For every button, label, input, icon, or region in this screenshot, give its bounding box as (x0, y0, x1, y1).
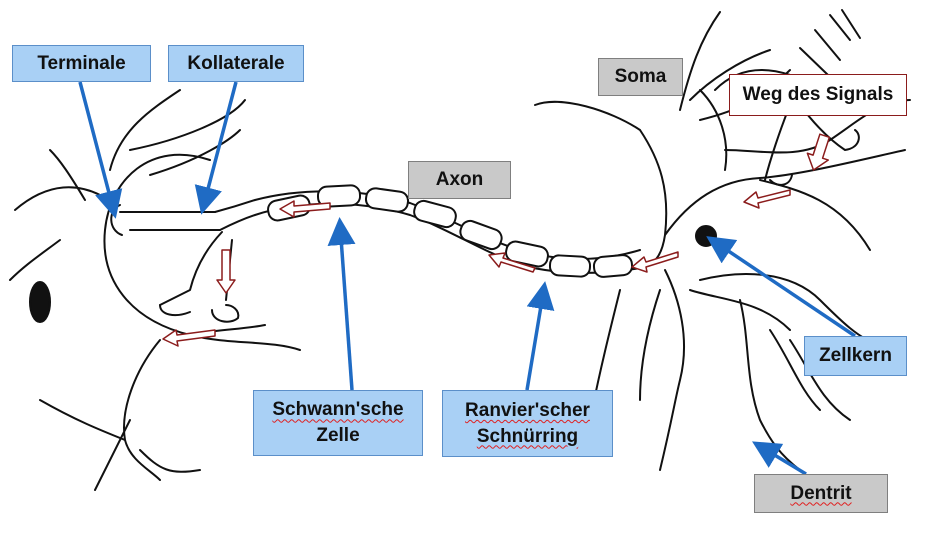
schwann-segment (316, 184, 362, 208)
label-schwann-line1: Schwann'sche (272, 399, 404, 421)
left-cell-outline (14, 89, 301, 351)
schwann-segment (364, 187, 410, 213)
signal-arrow (806, 133, 831, 171)
label-kollaterale-text: Kollaterale (187, 52, 285, 74)
label-dentrit: Dentrit (754, 474, 888, 513)
label-schwannsche-zelle: Schwann'sche Zelle (253, 390, 423, 456)
schwann-segment (592, 254, 634, 278)
label-schwann-line2: Zelle (316, 425, 360, 446)
schwann-segment (413, 199, 457, 229)
label-axon-text: Axon (435, 169, 484, 191)
left-dendrites-upper (9, 149, 86, 281)
signal-arrow (631, 251, 679, 273)
signal-arrow (488, 252, 536, 273)
label-soma: Soma (598, 58, 683, 96)
signal-arrow (162, 329, 216, 347)
arrow-kollaterale (194, 81, 238, 215)
schwann-segment (548, 254, 592, 278)
soma-outline (534, 89, 761, 269)
dendrite-upper (679, 11, 911, 251)
schwann-cells (267, 184, 634, 278)
label-terminale: Terminale (12, 45, 151, 82)
label-ranvier-line2: Schnürring (476, 425, 579, 447)
signal-arrow (743, 189, 791, 209)
label-soma-text: Soma (614, 66, 667, 88)
label-weg-des-signals: Weg des Signals (729, 74, 907, 116)
left-dark-blob (29, 281, 51, 323)
arrow-dentrit (752, 441, 807, 476)
label-kollaterale: Kollaterale (168, 45, 304, 82)
dendrite-chain (799, 9, 861, 76)
label-dentrit-text: Dentrit (790, 482, 852, 504)
terminal-knob-lower (159, 304, 240, 323)
signal-arrow (216, 249, 236, 294)
label-terminale-text: Terminale (37, 52, 126, 74)
arrow-terminale (78, 81, 123, 219)
arrow-schwann (327, 217, 356, 391)
arrow-zellkern (706, 236, 856, 338)
signal-arrow (279, 200, 331, 218)
label-weg-des-signals-text: Weg des Signals (742, 84, 894, 106)
schwann-segment (459, 219, 503, 251)
label-axon: Axon (408, 161, 511, 199)
axon-terminal-branches (119, 210, 233, 306)
label-ranvier-line1: Ranvier'scher (465, 399, 590, 421)
arrow-ranvier (525, 281, 555, 391)
label-zellkern: Zellkern (804, 336, 907, 376)
left-dendrites-lower (39, 324, 266, 491)
label-zellkern-text: Zellkern (819, 345, 892, 367)
pointer-arrows (78, 81, 856, 476)
dendrite-lower (589, 269, 881, 471)
signal-arrows (162, 133, 831, 347)
zellkern-nucleus (695, 225, 717, 247)
schwann-segment (505, 240, 549, 268)
label-ranvierscher-schnuerring: Ranvier'scher Schnürring (442, 390, 613, 457)
